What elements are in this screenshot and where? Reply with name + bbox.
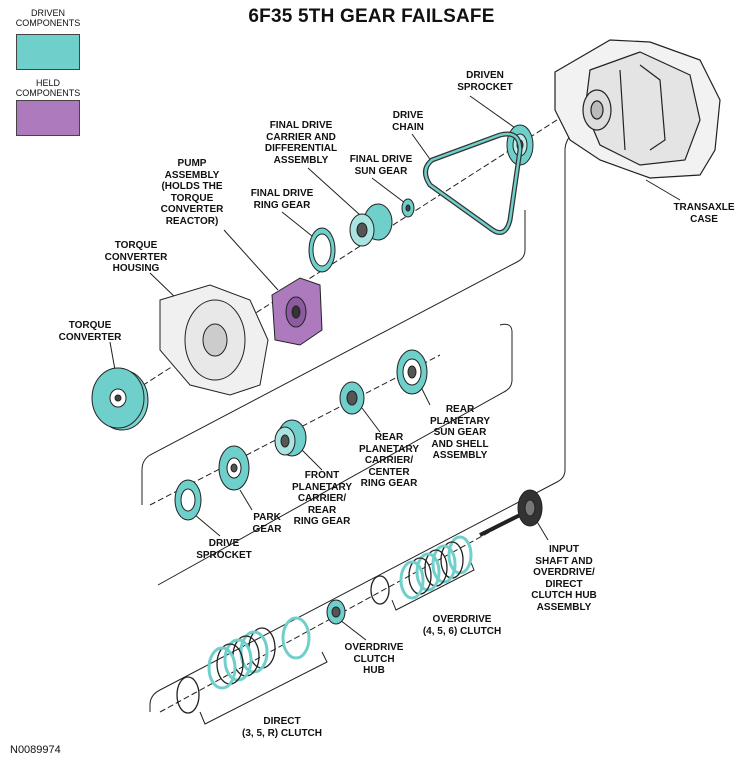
label-drive-chain: DRIVE CHAIN xyxy=(392,110,424,133)
label-transaxle-case: TRANSAXLE CASE xyxy=(673,202,735,225)
label-drive-sprocket: DRIVE SPROCKET xyxy=(196,538,252,561)
label-final-drive-ring-gear: FINAL DRIVE RING GEAR xyxy=(250,188,314,211)
label-overdrive-clutch-hub: OVERDRIVE CLUTCH HUB xyxy=(344,642,404,676)
label-torque-converter: TORQUE CONVERTER xyxy=(58,320,122,343)
label-rear-planetary-carrier: REAR PLANETARY CARRIER/ CENTER RING GEAR xyxy=(359,432,419,489)
legend-driven-swatch xyxy=(16,34,80,70)
label-torque-converter-housing: TORQUE CONVERTER HOUSING xyxy=(104,240,168,274)
label-final-drive-sun-gear: FINAL DRIVE SUN GEAR xyxy=(349,154,413,177)
label-input-shaft-assembly: INPUT SHAFT AND OVERDRIVE/ DIRECT CLUTCH… xyxy=(531,544,597,613)
legend-held-label: HELD COMPONENTS xyxy=(15,78,81,98)
diagram-title: 6F35 5TH GEAR FAILSAFE xyxy=(248,6,495,27)
label-rear-planetary-sun-gear: REAR PLANETARY SUN GEAR AND SHELL ASSEMB… xyxy=(430,404,490,461)
figure-id: N0089974 xyxy=(10,744,61,756)
legend-held-swatch xyxy=(16,100,80,136)
label-pump-assembly: PUMP ASSEMBLY (HOLDS THE TORQUE CONVERTE… xyxy=(160,158,224,227)
legend-driven-label: DRIVEN COMPONENTS xyxy=(15,8,81,28)
label-overdrive-clutch: OVERDRIVE (4, 5, 6) CLUTCH xyxy=(422,614,502,637)
label-park-gear: PARK GEAR xyxy=(252,512,282,535)
label-direct-clutch: DIRECT (3, 5, R) CLUTCH xyxy=(242,716,322,739)
label-driven-sprocket: DRIVEN SPROCKET xyxy=(457,70,513,93)
label-final-drive-carrier: FINAL DRIVE CARRIER AND DIFFERENTIAL ASS… xyxy=(264,120,338,166)
label-front-planetary-carrier: FRONT PLANETARY CARRIER/ REAR RING GEAR xyxy=(292,470,352,527)
